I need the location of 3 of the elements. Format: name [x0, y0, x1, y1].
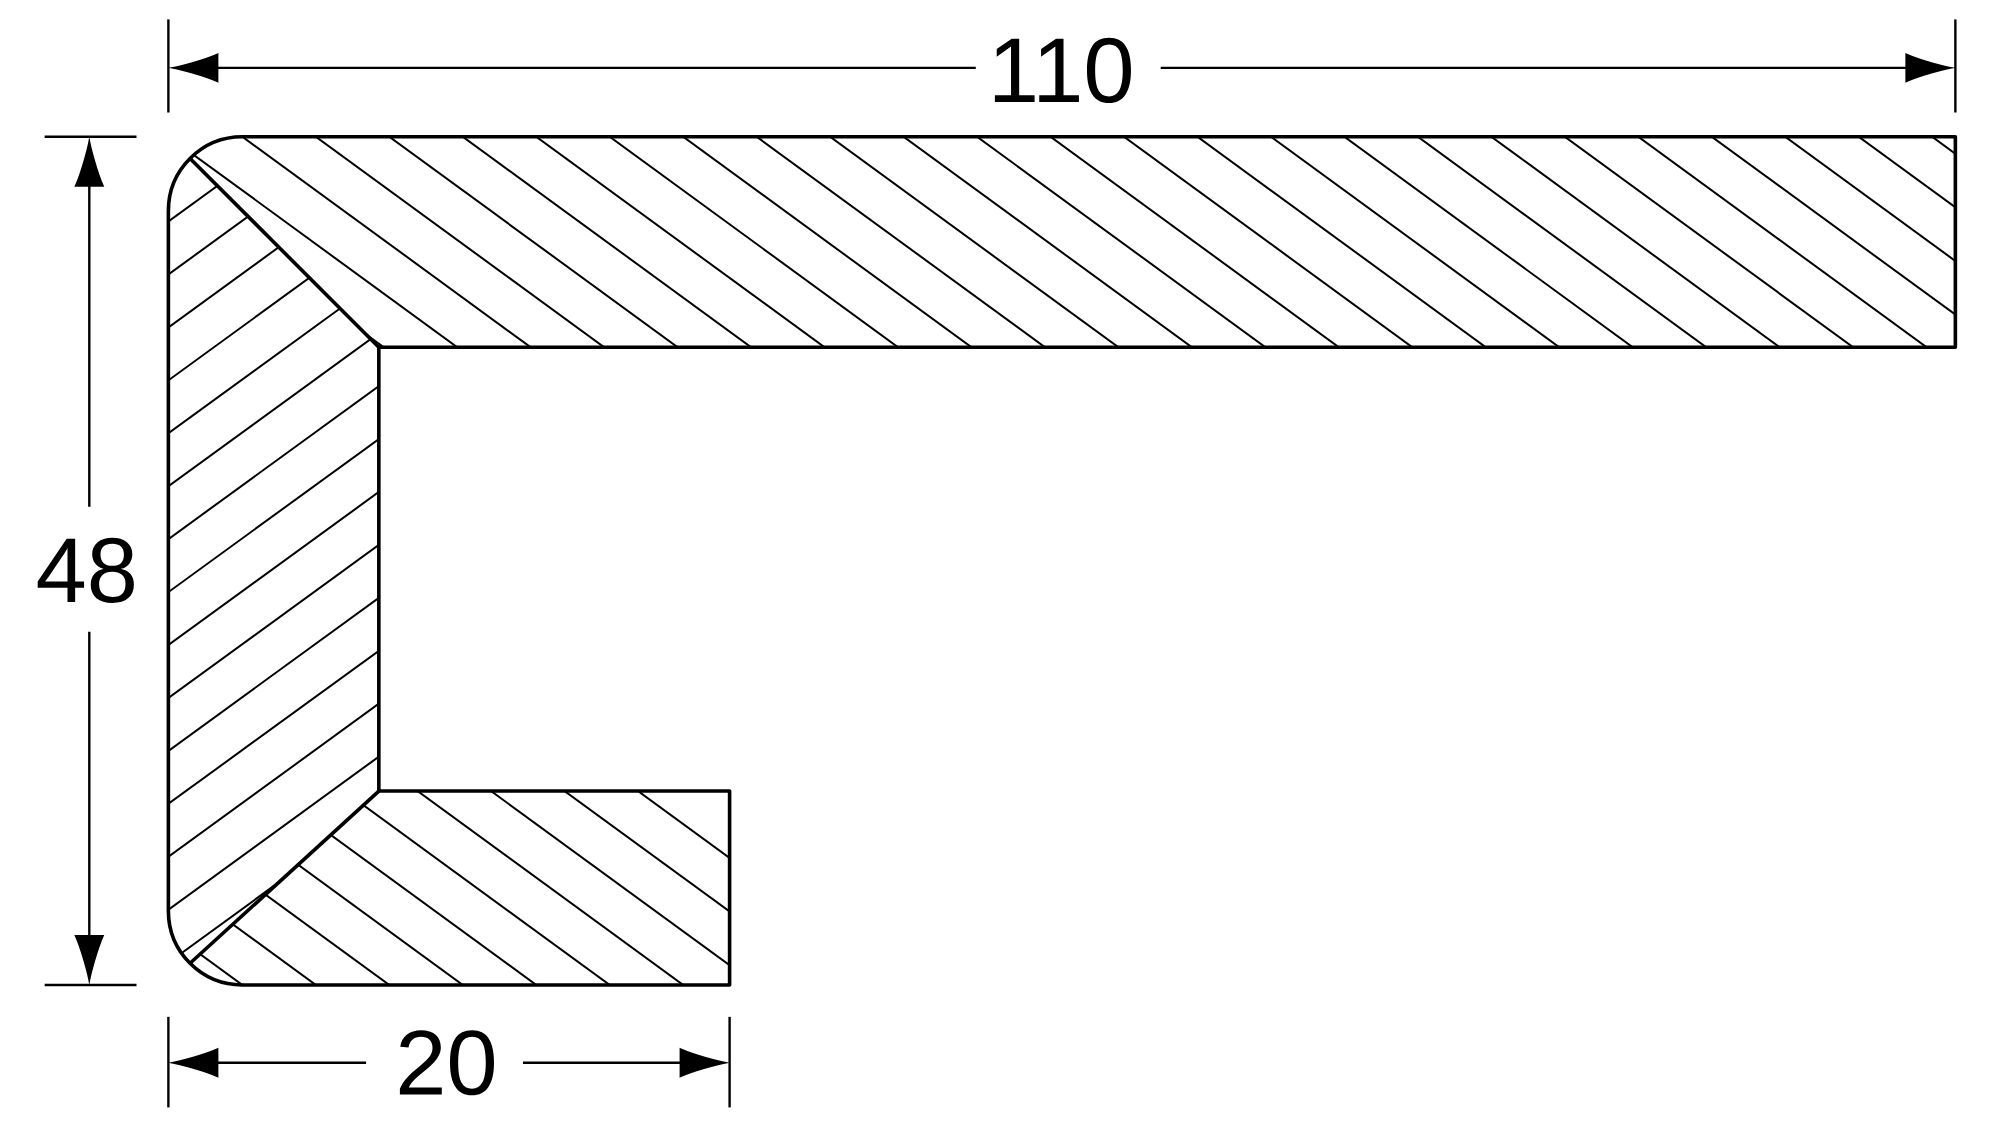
dimension-label: 110 [994, 37, 1131, 103]
dimension-label: 20 [399, 1030, 494, 1096]
dimension-label: 48 [37, 537, 134, 603]
